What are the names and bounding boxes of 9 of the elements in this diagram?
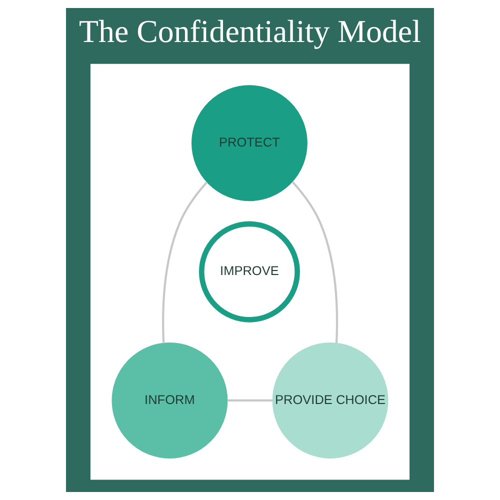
cluster	[90, 64, 410, 480]
node-circle: PROVIDE CHOICE	[272, 342, 388, 458]
connector	[162, 182, 208, 344]
connector	[227, 399, 273, 402]
node-circle: INFORM	[112, 342, 228, 458]
diagram-title: The Confidentiality Model	[79, 14, 421, 50]
node-circle: IMPROVE	[198, 221, 300, 322]
connector	[292, 181, 338, 344]
node-circle: PROTECT	[192, 85, 308, 202]
